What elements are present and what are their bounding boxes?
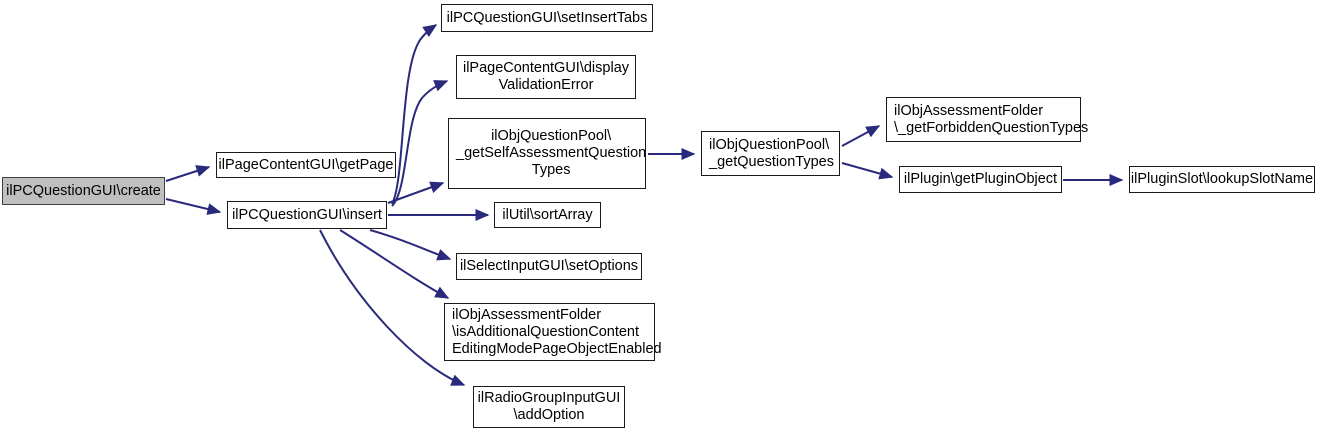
node-ilpcquestiongui-setinserttabs[interactable]: ilPCQuestionGUI\setInsertTabs — [441, 4, 653, 32]
edge-getQuestionTypes-getForbidden — [841, 125, 881, 147]
edge-insert-displayValidationError — [391, 80, 449, 207]
edge-getQuestionTypes-getPluginObject — [841, 162, 894, 180]
node-ilradiogroupinputgui-addoption[interactable]: ilRadioGroupInputGUI \addOption — [473, 386, 625, 428]
edge-insert-setOptions — [369, 229, 452, 261]
node-ilpagecontentgui-displayvalidationerror[interactable]: ilPageContentGUI\display ValidationError — [456, 55, 636, 99]
node-ilutil-sortarray[interactable]: ilUtil\sortArray — [494, 202, 601, 228]
node-ilobjassessmentfolder-isadditionalquestioncontenteditingmodepageobjectenabled[interactable]: ilObjAssessmentFolder \isAdditionalQuest… — [444, 303, 662, 361]
node-ilobjquestionpool-getquestiontypes[interactable]: ilObjQuestionPool\ _getQuestionTypes — [701, 131, 840, 176]
edge-insert-addOption — [319, 229, 466, 386]
edge-insert-isAdditionalQuestionContent — [339, 229, 450, 299]
node-ilplugin-getpluginobject[interactable]: ilPlugin\getPluginObject — [899, 166, 1062, 193]
node-ilobjquestionpool-getselfassessmentquestiontypes[interactable]: ilObjQuestionPool\ _getSelfAssessmentQue… — [448, 118, 646, 189]
node-ilpcquestiongui-insert[interactable]: ilPCQuestionGUI\insert — [227, 201, 387, 229]
node-ilobjassessmentfolder-getforbiddenquestiontypes[interactable]: ilObjAssessmentFolder \_getForbiddenQues… — [886, 97, 1088, 142]
edge-create-getPage — [165, 165, 211, 182]
edge-insert-getSelfAssessmentQuestionTypes — [387, 181, 445, 204]
edge-insert-setInsertTabs — [391, 24, 438, 205]
edge-create-insert — [165, 198, 222, 215]
node-ilpluginslot-lookupslotname[interactable]: ilPluginSlot\lookupSlotName — [1129, 166, 1315, 193]
node-ilselectinputgui-setoptions[interactable]: ilSelectInputGUI\setOptions — [456, 253, 642, 280]
node-ilpagecontentgui-getpage[interactable]: ilPageContentGUI\getPage — [216, 152, 396, 178]
node-ilpcquestiongui-create[interactable]: ilPCQuestionGUI\create — [2, 177, 165, 205]
